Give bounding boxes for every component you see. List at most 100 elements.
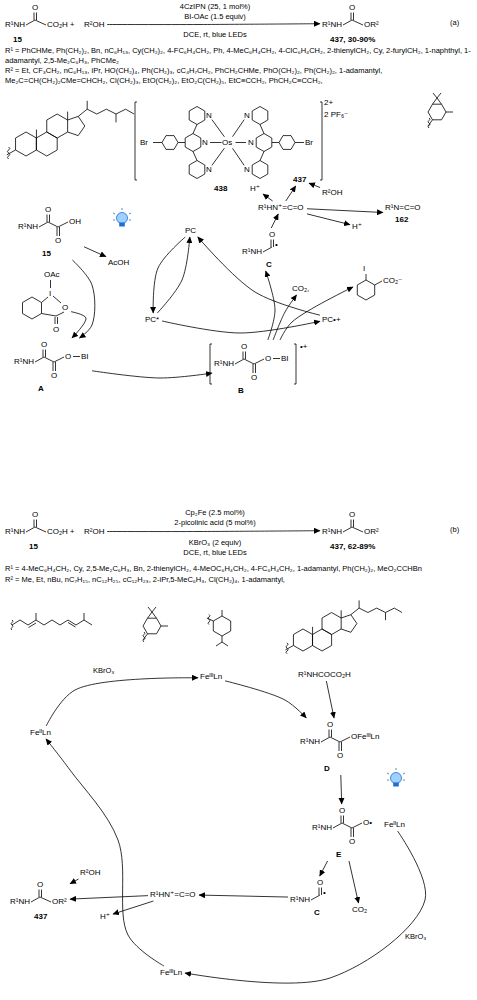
- reaction-arrow: [307, 214, 350, 225]
- species-node: PC•+: [322, 315, 342, 324]
- scheme-label: BI-OAc (1.5 equiv): [125, 12, 305, 22]
- species-node: H⁺: [250, 184, 261, 193]
- reaction-arrow: [162, 321, 320, 333]
- species-node: OR¹NHOBIOA: [14, 340, 90, 393]
- node-text: CO₂H: [47, 20, 68, 29]
- node-text: FeᴵᴵLn: [384, 820, 405, 829]
- species-node: R²OH: [84, 20, 105, 29]
- node-text: 437, 30-90%: [330, 35, 375, 44]
- species-node: H⁺: [100, 912, 111, 921]
- reaction-arrow: [340, 775, 342, 804]
- node-text: 2 PF₆⁻: [324, 110, 348, 119]
- node-text: O: [327, 720, 333, 729]
- scheme-label: R² = Me, Et, nBu, nC₇H₁₅, nC₁₂H₂₅, cC₁₂H…: [5, 575, 473, 585]
- reaction-arrow: [157, 237, 189, 313]
- species-node: CO₂,: [292, 284, 310, 293]
- reaction-arrow: [266, 271, 275, 340]
- bond-lines: [311, 888, 322, 901]
- reaction-arrow: [70, 879, 79, 884]
- node-text: O: [349, 510, 355, 519]
- node-text: O: [53, 325, 59, 334]
- reaction-arrow: [72, 260, 94, 338]
- bond-lines: [263, 240, 274, 253]
- reaction-arrow: [273, 295, 296, 340]
- node-text: R¹NH: [242, 247, 262, 256]
- species-node: R¹NHCOCO₂H: [298, 670, 352, 679]
- species-node: FeᴵᴵLn: [384, 820, 406, 829]
- node-text: I: [363, 264, 365, 273]
- species-node: R²OH: [322, 188, 343, 197]
- light-bulb-icon: [113, 208, 131, 227]
- node-text: 15: [13, 35, 22, 44]
- scheme-label: +: [70, 527, 74, 537]
- bond-lines: [26, 13, 46, 26]
- reaction-arrow: [271, 214, 278, 228]
- cholestanyl-structure: [285, 600, 402, 653]
- node-text: R¹NHCOCO₂H: [298, 670, 351, 679]
- node-text: AcOH: [108, 258, 129, 267]
- node-text: CO₂,: [292, 284, 309, 293]
- species-node: 437: [293, 175, 307, 184]
- species-node: OR¹NHCO₂H15: [5, 3, 69, 44]
- bond-lines: [135, 102, 322, 180]
- species-node: BrNNNOsNNNBr2+2 PF₆⁻438: [110, 98, 349, 193]
- node-text: O: [251, 373, 257, 382]
- node-text: R¹HN⁺=C=O: [150, 890, 196, 899]
- node-text: R¹NH: [5, 527, 25, 536]
- node-text: 162: [395, 215, 408, 224]
- node-text: OH: [69, 217, 81, 226]
- bond-lines: [23, 280, 65, 324]
- node-text: •+: [300, 342, 307, 351]
- node-text: OFeᴵᴵᴵLn: [351, 732, 379, 741]
- node-text: O: [62, 303, 68, 312]
- node-text: O: [339, 806, 345, 815]
- cholestanyl-structure: [7, 101, 134, 159]
- node-text: 15: [42, 249, 51, 258]
- node-text: B: [238, 386, 244, 395]
- node-text: PC•+: [322, 315, 341, 324]
- node-text: O: [45, 205, 51, 214]
- species-node: R¹HN⁺=C=O: [150, 890, 197, 899]
- species-node: OR¹NHOBIO•+B: [214, 342, 308, 395]
- node-text: O: [51, 371, 57, 380]
- reaction-arrow: [107, 23, 320, 25]
- species-node: OR¹NH•C: [242, 230, 279, 269]
- node-text: FeᴵᴵLn: [30, 728, 51, 737]
- species-node: OR¹NHO•OE: [312, 806, 373, 859]
- scheme-label: (b): [450, 525, 459, 535]
- reaction-arrow: [185, 831, 426, 983]
- reaction-arrow: [280, 287, 353, 340]
- reaction-arrow: [263, 194, 273, 201]
- node-text: H⁺: [352, 222, 362, 231]
- node-text: CO₂: [352, 905, 367, 914]
- node-text: O: [65, 352, 71, 361]
- node-text: 438: [214, 184, 227, 193]
- species-node: OR¹NHOR²437, 62-89%: [322, 510, 380, 551]
- species-node: R²OH: [84, 527, 105, 536]
- node-text: R¹NH: [214, 359, 234, 368]
- menthyl-structure: [207, 610, 231, 646]
- species-node: R¹N=C=O162: [385, 203, 422, 224]
- node-text: A: [38, 384, 44, 393]
- node-text: O: [349, 837, 355, 846]
- node-text: R¹NH: [10, 897, 30, 906]
- scheme-label: KBrO₃ (2 equiv): [125, 538, 305, 548]
- node-text: R²OH: [322, 188, 342, 197]
- node-text: R¹NH: [322, 20, 342, 29]
- node-text: R²OH: [80, 868, 100, 877]
- scheme-label: R¹ = 4-MeC₆H₄CH₂, Cy, 2,5-Me₂C₆H₃, Bn, 2…: [5, 564, 473, 574]
- reaction-arrow: [92, 371, 212, 378]
- species-node: R²OH: [80, 868, 101, 877]
- node-text: 437: [293, 175, 306, 184]
- node-text: CO₂⁻: [383, 276, 402, 285]
- scheme-label: R¹ = PhCHMe, Ph(CH₂)₂, Bn, nC₆H₁₃, Cy(CH…: [5, 46, 473, 65]
- reaction-arrow: [107, 530, 320, 532]
- node-text: R¹NH: [300, 737, 320, 746]
- node-text: •: [275, 240, 278, 249]
- node-text: R¹NH: [290, 895, 310, 904]
- species-node: FeᴵᴵᴵLn: [200, 672, 223, 681]
- node-text: N: [202, 138, 208, 147]
- node-text: O: [349, 3, 355, 12]
